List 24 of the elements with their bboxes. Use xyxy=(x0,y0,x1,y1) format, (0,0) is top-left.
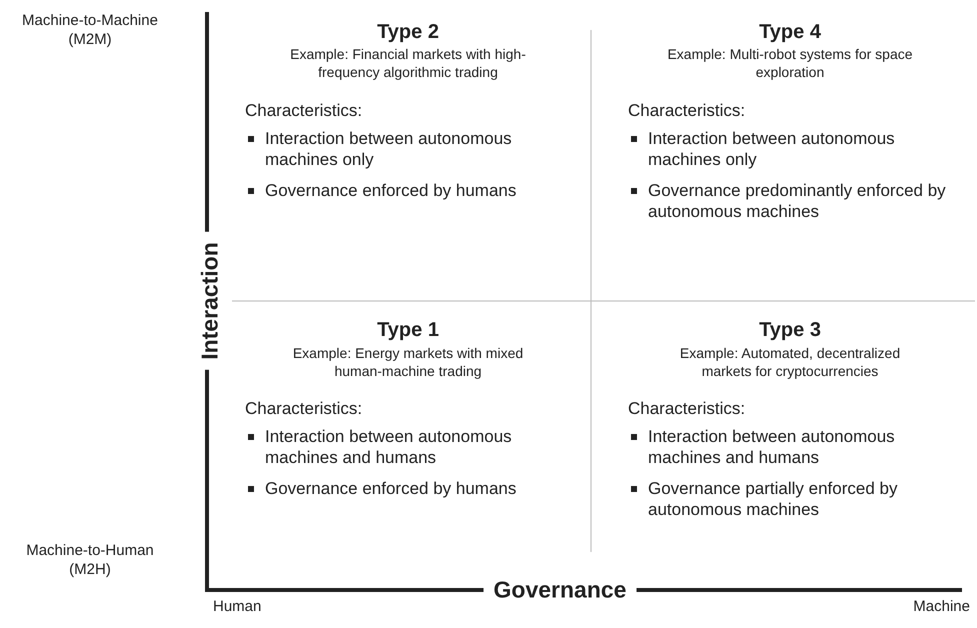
bullet-item: Interaction between autonomous machines and humans xyxy=(245,426,570,468)
bullet-item: Governance enforced by humans xyxy=(245,180,570,202)
example-text: Example: Financial markets with high-frequency algorithmic trading xyxy=(289,46,527,81)
axis-end-label: Machine xyxy=(913,598,970,617)
axis-end-label: Human xyxy=(213,598,262,617)
characteristics-heading: Characteristics: xyxy=(628,100,746,122)
quadrant-title: Type 2 xyxy=(376,20,440,45)
quadrant-title: Type 3 xyxy=(758,318,822,343)
bullet-item: Interaction between autonomous machines and humans xyxy=(628,426,968,468)
axis-label: Machine-to-Machine (M2M) xyxy=(21,12,159,50)
axis-label: Machine-to-Human (M2H) xyxy=(25,542,155,580)
example-text: Example: Energy markets with mixed human-machine trading xyxy=(292,345,524,380)
bullet-item: Interaction between autonomous machines only xyxy=(628,128,968,170)
bullet-item: Governance predominantly enforced by autonomous machines xyxy=(628,180,968,222)
characteristics-heading: Characteristics: xyxy=(245,100,364,122)
bullet-item: Governance partially enforced by autonomous machines xyxy=(628,478,968,520)
bullet-item: Governance enforced by humans xyxy=(245,478,570,500)
quadrant-title: Type 4 xyxy=(758,20,822,45)
example-text: Example: Automated, decentralized markets for cryptocurrencies xyxy=(678,345,902,380)
characteristics-heading: Characteristics: xyxy=(245,398,364,420)
bullet-item: Interaction between autonomous machines only xyxy=(245,128,570,170)
quadrant-title: Type 1 xyxy=(376,318,440,343)
example-text: Example: Multi-robot systems for space exploration xyxy=(666,46,914,81)
characteristics-heading: Characteristics: xyxy=(628,398,746,420)
